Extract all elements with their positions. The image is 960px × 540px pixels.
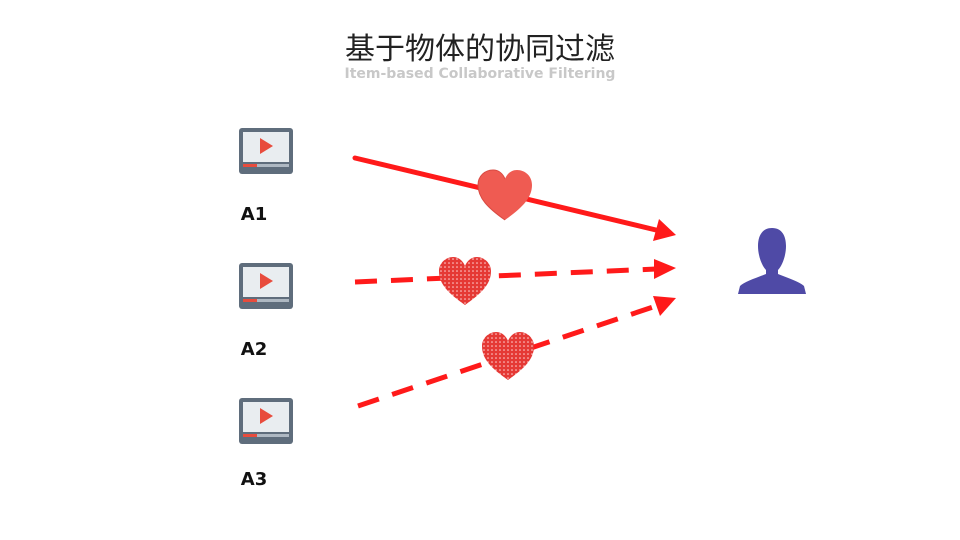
video-player-icon (239, 398, 293, 444)
arrow-a2 (354, 259, 676, 285)
page-subtitle: Item-based Collaborative Filtering (344, 66, 616, 82)
video-player-icon (239, 263, 293, 309)
heart-icon (439, 257, 491, 305)
video-player-icon (239, 128, 293, 174)
heart-icon (482, 332, 534, 380)
page-title: 基于物体的协同过滤 (345, 32, 615, 67)
user-silhouette-icon (738, 228, 806, 294)
item-label: A3 (240, 469, 268, 490)
heart-icon (477, 169, 532, 221)
item-label: A1 (240, 204, 268, 225)
item-label: A2 (240, 339, 268, 360)
